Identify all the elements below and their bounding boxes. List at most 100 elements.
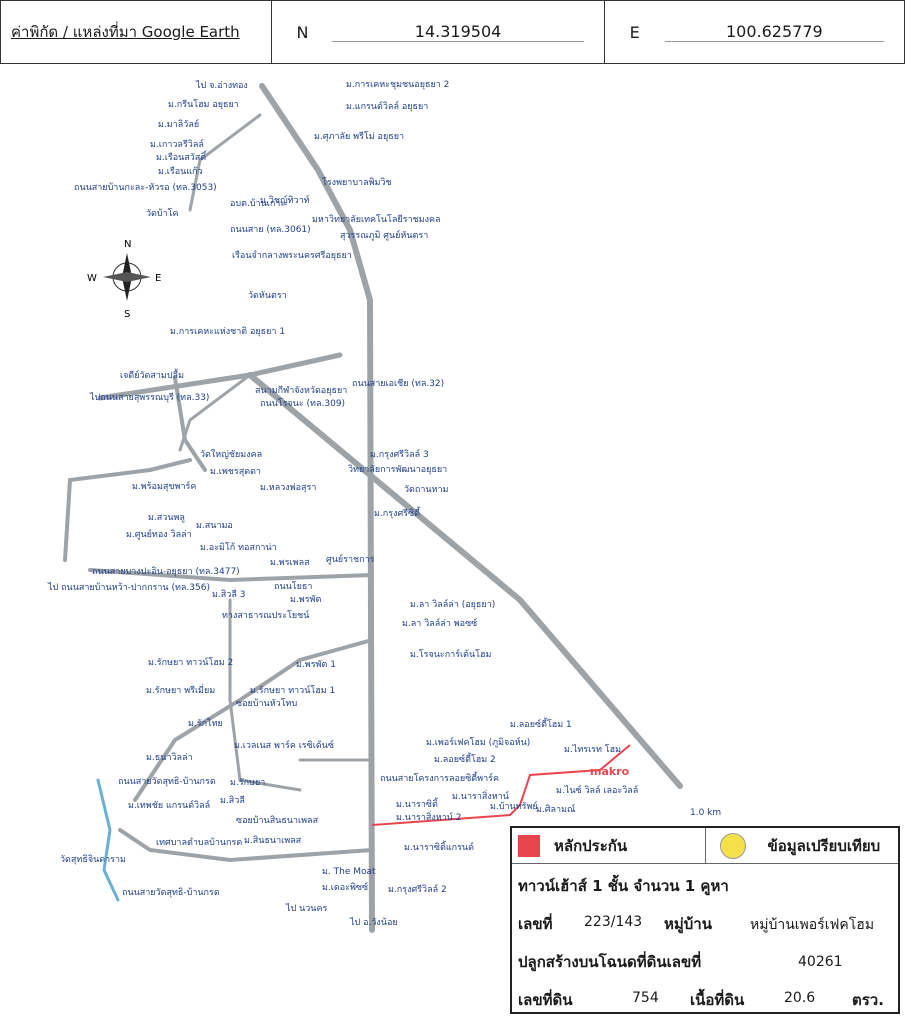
map-place-label: ม.กรุงศรีวิลล์ 3 bbox=[370, 448, 429, 460]
map-place-label: ม.การเคหะแห่งชาติ อยุธยา 1 bbox=[170, 326, 285, 337]
compass-rose-icon: N S E W bbox=[87, 239, 161, 320]
map-place-label: ไป อ.วังน้อย bbox=[349, 917, 398, 928]
north-coordinate: N 14.319504 bbox=[272, 1, 605, 63]
map-place-label: ม.พรเพลส bbox=[270, 558, 310, 568]
map-place-label: ไป ถนนสายบ้านหว้า-ปากกราน (ทล.356) bbox=[47, 582, 210, 593]
village-label: หมู่บ้าน bbox=[664, 915, 712, 933]
distance-1km: makro bbox=[590, 765, 630, 778]
map-place-label: เทศบาลตำบลบ้านกรด bbox=[156, 837, 242, 848]
map-place-label: ถนนสายบางปะอิน-อยุธยา (ทล.3477) bbox=[92, 566, 240, 577]
map-place-label: ม.แกรนด์วิลล์ อยุธยา bbox=[346, 100, 428, 112]
map-place-label: วัดถานหาม bbox=[404, 485, 449, 495]
map-place-label: ม.นาราซิติ้ bbox=[396, 797, 439, 810]
no-value: 223/143 bbox=[584, 914, 643, 930]
map-place-label: ซอยบ้านหัวโทบ bbox=[236, 698, 297, 709]
subject-info-panel: หลักประกัน ข้อมูลเปรียบเทียบ ทาวน์เฮ้าส์… bbox=[510, 826, 900, 1014]
map-place-label: ม.ลา วิลล์ล่า พอซซ์ bbox=[402, 617, 477, 629]
map-place-label: ศูนย์ราชการ bbox=[326, 553, 375, 565]
map-place-label: วัดบ้าโค bbox=[146, 208, 179, 219]
land-no-label: เลขที่ดิน bbox=[518, 991, 573, 1009]
map-place-label: ม.พร้อมสุขพาร์ค bbox=[132, 480, 196, 492]
detail-rows: ทาวน์เฮ้าส์ 1 ชั้น จำนวน 1 คูหา เลขที่ 2… bbox=[512, 864, 898, 1016]
map-place-label: ม.รักษยา ทาวน์โฮม 2 bbox=[148, 656, 233, 668]
map-labels: ไป จ.อ่างทองม.การเคหะชุมชนอยุธยา 2ม.กรีน… bbox=[47, 80, 721, 928]
area-label: เนื้อที่ดิน bbox=[690, 991, 745, 1009]
map-place-label: ม.ลอยซ์ตี้โฮม 2 bbox=[434, 752, 496, 765]
map-place-label: ม. The Moat bbox=[322, 867, 376, 877]
map-place-label: ม.รักษยา bbox=[230, 778, 265, 788]
map-place-label: ม.สิวลี 3 bbox=[212, 589, 245, 600]
legend-row: หลักประกัน ข้อมูลเปรียบเทียบ bbox=[512, 828, 898, 864]
map-place-label: ม.สิวลี bbox=[220, 795, 245, 806]
branch-road-2 bbox=[178, 373, 252, 452]
map-place-label: ม.อะมิโก้ ทอสกาน่า bbox=[200, 542, 277, 553]
map-place-label: ม.เพชรสุดดา bbox=[210, 467, 261, 477]
map-place-label: วิทยาลัยการพัฒนาอยุธยา bbox=[348, 464, 447, 475]
map-place-label: 1.0 km bbox=[690, 808, 721, 818]
map-place-label: ม.นาราซิติ้แกรนด์ bbox=[404, 840, 474, 853]
map-place-label: เจดีย์วัดสามปลื้ม bbox=[120, 368, 184, 381]
map-place-label: ม.เทพชัย แกรนด์วิลล์ bbox=[128, 799, 210, 811]
map-place-label: ม.ไนซ์ วิลล์ เลอะวิลล์ bbox=[556, 784, 638, 796]
map-place-label: ม.ศูนย์ทอง วิลล่า bbox=[126, 528, 192, 540]
map-place-label: ถนนสายเอเชีย (ทล.32) bbox=[352, 378, 444, 389]
map-place-label: ถนนสายวัดสุทธิ-บ้านกรด bbox=[118, 776, 216, 787]
north-value: 14.319504 bbox=[332, 22, 584, 42]
map-place-label: ม.บ้านทรัพย์ bbox=[490, 800, 538, 812]
map-place-label: ม.การเคหะชุมชนอยุธยา 2 bbox=[346, 80, 449, 90]
map-place-label: ม.โรจนะการ์เด้นโฮม bbox=[410, 648, 491, 660]
map-place-label: ม.ศุภาลัย พรีโม่ อยุธยา bbox=[314, 131, 404, 142]
south-loop-road bbox=[118, 828, 374, 863]
map-place-label: ม.ลา วิลล์ล่า (อยุธยา) bbox=[410, 598, 495, 610]
map-place-label: ม.วิชญ์ทิวาท์ bbox=[260, 194, 310, 206]
map-place-label: ม.นาราสิ่งหาน์ bbox=[452, 789, 509, 802]
north-label: N bbox=[296, 22, 309, 42]
rojana-road bbox=[247, 372, 683, 789]
map-place-label: ม.สวนพลู bbox=[148, 513, 185, 523]
map-place-label: ม.เพอร์เฟคโฮม (ภูมิจอห์น) bbox=[426, 736, 530, 748]
property-title: ทาวน์เฮ้าส์ 1 ชั้น จำนวน 1 คูหา bbox=[518, 877, 729, 895]
map-place-label: วัดใหญ่ชัยมงคล bbox=[200, 449, 262, 460]
map-place-label: ม.เรือนแก้ว bbox=[158, 166, 203, 177]
map-place-label: ม.ธนาวิลล่า bbox=[146, 752, 193, 763]
south-west-road bbox=[88, 568, 374, 583]
map-place-label: ม.รักษยา พรีเมี่ยม bbox=[146, 683, 215, 696]
map-place-label: ม.หลวงพ่อสุรา bbox=[260, 483, 316, 493]
map-place-label: ซอยบ้านสินธนาเพลส bbox=[236, 815, 319, 826]
area-value: 20.6 bbox=[784, 990, 816, 1006]
map-place-label: ถนนสาย (ทล.3061) bbox=[230, 225, 311, 235]
map-place-label: ม.รักไทย bbox=[188, 718, 223, 729]
no-label: เลขที่ bbox=[518, 915, 553, 933]
map-place-label: ถนนสายโครงการลอยซิตี้พาร์ค bbox=[380, 771, 499, 784]
deed-label: ปลูกสร้างบนโฉนดที่ดินเลขที่ bbox=[518, 953, 702, 971]
guarantee-label: หลักประกัน bbox=[554, 836, 628, 855]
legend-guarantee: หลักประกัน bbox=[512, 828, 706, 863]
map-place-label: มหาวิทยาลัยเทคโนโลยีราชมงคล bbox=[312, 214, 441, 225]
legend-compare: ข้อมูลเปรียบเทียบ bbox=[706, 828, 899, 863]
map-place-label: ถนนสายบ้านกะละ-หัวรอ (ทล.3053) bbox=[74, 182, 217, 193]
north-branch bbox=[188, 113, 262, 212]
east-value: 100.625779 bbox=[664, 22, 884, 42]
map-place-label: ม.นาราสิ่งหาน์ 2 bbox=[396, 810, 462, 823]
map-place-label: สุวรรณภูมิ ศูนย์หันตรา bbox=[340, 229, 428, 241]
map-place-label: ม.เกาวลรีวิลล์ bbox=[150, 138, 204, 150]
map-place-label: ถนนสายวัดสุทธิ-บ้านกรด bbox=[122, 887, 220, 898]
area-unit: ตรว. bbox=[852, 991, 884, 1009]
map-place-label: ม.เรือนสวัสดิ์ bbox=[156, 150, 208, 163]
yellow-circle-icon bbox=[719, 832, 746, 859]
map-place-label: ม.รักษยา ทาวน์โฮม 1 bbox=[250, 684, 335, 696]
map-place-label: ถนนโยธา bbox=[274, 581, 312, 592]
svg-text:E: E bbox=[155, 273, 161, 284]
land-no-value: 754 bbox=[632, 990, 659, 1006]
map-place-label: ม.กรุงศรีวิลล์ 2 bbox=[388, 883, 447, 895]
map-place-label: สนามกีฬาจังหวัดอยุธยา bbox=[255, 385, 347, 396]
kharakkadee-road bbox=[133, 638, 374, 802]
branch-road-1 bbox=[173, 376, 207, 472]
compare-label: ข้อมูลเปรียบเทียบ bbox=[767, 836, 881, 855]
map-place-label: ม.ศิลามณ์ bbox=[536, 803, 575, 815]
left-loop-road bbox=[63, 458, 192, 562]
map-place-label: ม.พรพัต bbox=[290, 595, 321, 605]
map-place-label: ม.เดอะพิซซ์ bbox=[322, 881, 368, 893]
map-place-label: ไป นวนคร bbox=[285, 903, 327, 914]
map-place-label: วัดหันตรา bbox=[248, 291, 287, 301]
